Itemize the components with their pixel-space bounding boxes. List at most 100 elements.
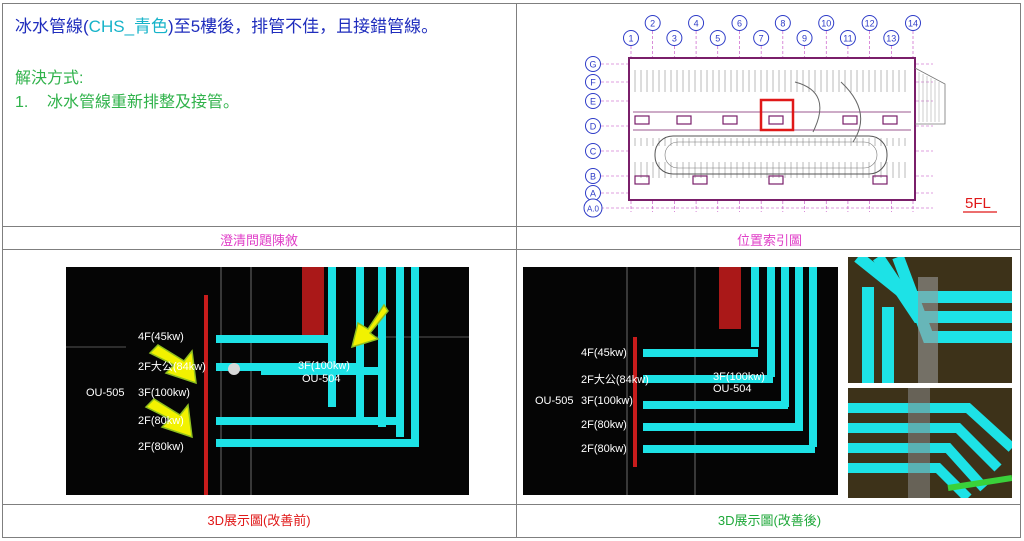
- grid-bubble-row: [585, 93, 601, 109]
- after-label-3f-right: 3F(100kw): [713, 371, 765, 383]
- issue-prefix: 冰水管線(: [15, 17, 89, 36]
- divider-3: [3, 504, 1020, 505]
- after-3d-view: 4F(45kw) 2F大公(84kw) OU-505 3F(100kw) 2F(…: [523, 267, 838, 495]
- grid-label-col: 4: [694, 19, 699, 29]
- grid-bubble-col: [861, 15, 878, 31]
- grid-label-col: 8: [780, 19, 785, 29]
- grid-bubble-col: [818, 15, 835, 31]
- report-sheet: 冰水管線(CHS_青色)至5樓後，排管不佳，且接錯管線。 解決方式: 1. 冰水管…: [2, 3, 1021, 538]
- grid-label-col: 3: [672, 34, 677, 44]
- label-3f: 3F(100kw): [138, 387, 190, 399]
- grid-label-row: D: [590, 122, 597, 132]
- grid-label-col: 9: [802, 34, 807, 44]
- equipment-box: [692, 175, 708, 185]
- ramp-curve: [794, 81, 821, 133]
- grid-bubble-col: [709, 30, 726, 46]
- caption-location: 位置索引圖: [736, 233, 802, 248]
- ramp-loop: [654, 135, 888, 175]
- grid-label-col: 12: [865, 19, 875, 29]
- grid-bubble-col: [905, 15, 921, 31]
- grid-label-col: 10: [821, 19, 831, 29]
- solution-item-number: 1.: [15, 94, 29, 111]
- grid-label-col: 2: [650, 19, 655, 29]
- grid-label-col: 7: [759, 34, 764, 44]
- after-label-ou505: OU-505: [535, 395, 574, 407]
- grid-label-row: B: [590, 172, 596, 182]
- divider-vertical: [516, 4, 517, 537]
- grid-bubble-row: [585, 168, 601, 184]
- building-wing: [914, 67, 946, 125]
- grid-label-row: A: [590, 189, 596, 199]
- highlight-box: [759, 98, 795, 132]
- grid-bubble-col: [731, 15, 748, 31]
- parking-layout: [633, 67, 946, 185]
- grid-bubble-col: [623, 30, 639, 46]
- label-2f-b: 2F(80kw): [138, 441, 184, 453]
- label-ou504: OU-504: [302, 373, 341, 385]
- grid-label-col: 6: [737, 19, 742, 29]
- ramp-loop-inner: [664, 141, 878, 169]
- grid-label-col: 5: [715, 34, 720, 44]
- after-label-4f: 4F(45kw): [581, 347, 627, 359]
- label-2f-office: 2F大公(84kw): [138, 361, 206, 373]
- grid-label-row: G: [589, 60, 596, 70]
- equipment-box: [768, 175, 784, 185]
- grid-label-row: F: [590, 78, 596, 88]
- grid-bubble-col: [753, 30, 770, 46]
- solution-item-text: 冰水管線重新排整及接管。: [47, 94, 240, 111]
- grid-bubble-col: [774, 15, 791, 31]
- issue-code: CHS_青色: [88, 17, 169, 36]
- after-render: [626, 267, 817, 495]
- label-ou505: OU-505: [86, 387, 125, 399]
- before-render: [66, 267, 469, 495]
- equipment-box: [676, 115, 692, 125]
- label-4f: 4F(45kw): [138, 331, 184, 343]
- equipment-box: [882, 115, 898, 125]
- grid-label-row: C: [590, 147, 597, 157]
- floor-label: 5FL: [965, 195, 991, 212]
- grid-bubble-row: [585, 118, 601, 134]
- solution-item: 1. 冰水管線重新排整及接管。: [15, 88, 239, 112]
- after-label-2f-a: 2F(80kw): [581, 419, 627, 431]
- after-label-3f: 3F(100kw): [581, 395, 633, 407]
- after-label-ou504: OU-504: [713, 383, 752, 395]
- divider-1: [3, 226, 1020, 227]
- equipment-box: [722, 115, 738, 125]
- equipment-box: [842, 115, 858, 125]
- equipment-box: [768, 115, 784, 125]
- after-label-2f-b: 2F(80kw): [581, 443, 627, 455]
- before-3d-view: 4F(45kw) 2F大公(84kw) OU-505 3F(100kw) 2F(…: [66, 267, 469, 495]
- label-2f-a: 2F(80kw): [138, 415, 184, 427]
- equipment-box: [634, 175, 650, 185]
- grid-label-row: E: [590, 97, 596, 107]
- equipment-box: [634, 115, 650, 125]
- grid-label-col: 13: [886, 34, 896, 44]
- after-detail-view-2: [848, 388, 1012, 498]
- grid-bubble-row: [585, 74, 601, 90]
- grid-label-col: 14: [908, 19, 918, 29]
- grid-label-col: 1: [628, 34, 633, 44]
- grid-label-row: A.0: [587, 205, 600, 214]
- caption-problem: 澄清問題陳敘: [219, 233, 298, 248]
- divider-2: [3, 249, 1020, 250]
- after-label-2f-office: 2F大公(84kw): [581, 374, 649, 386]
- solution-heading: 解決方式:: [15, 70, 84, 87]
- ramp-curve: [840, 81, 862, 143]
- grid-bubble-row: [585, 56, 601, 72]
- grid-bubble-col: [883, 30, 900, 46]
- grid-bubble-col: [666, 30, 683, 46]
- caption-after: 3D展示圖(改善後): [717, 513, 822, 528]
- caption-before: 3D展示圖(改善前): [207, 513, 311, 528]
- grid-bubble-row: [583, 198, 603, 218]
- grid-bubble-col: [688, 15, 705, 31]
- issue-suffix: )至5樓後，排管不佳，且接錯管線。: [168, 17, 439, 36]
- label-3f-right: 3F(100kw): [298, 360, 350, 372]
- grid-label-col: 11: [843, 34, 852, 44]
- grid-bubble-col: [796, 30, 813, 46]
- equipment-box: [872, 175, 888, 185]
- grid-bubble-col: [839, 30, 856, 46]
- issue-description: 冰水管線(CHS_青色)至5樓後，排管不佳，且接錯管線。: [15, 12, 438, 37]
- grid-bubble-col: [644, 15, 661, 31]
- after-detail-view-1: [848, 257, 1012, 383]
